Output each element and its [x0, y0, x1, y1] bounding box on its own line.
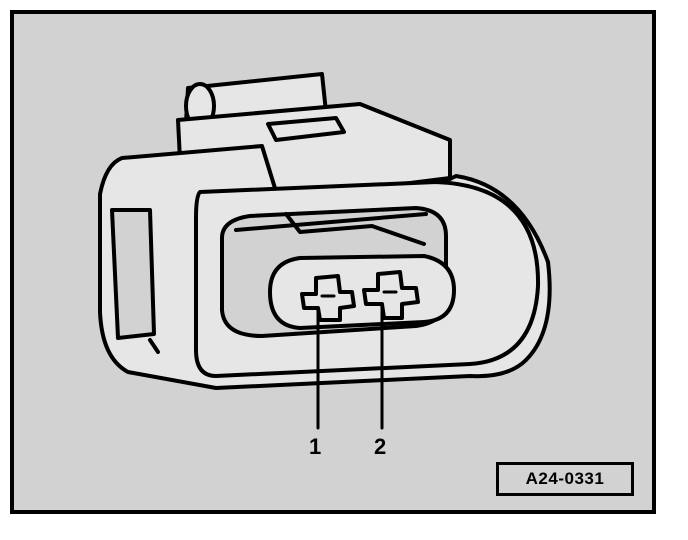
figure-code: A24-0331: [525, 469, 605, 488]
figure-code-box: A24-0331: [496, 462, 634, 496]
pin-1-cavity: [300, 274, 356, 322]
pin-2-cavity: [362, 270, 420, 320]
socket-rib-2: [234, 212, 428, 232]
pin-label-2: 2: [374, 434, 387, 459]
side-window: [110, 208, 156, 340]
side-window-edge: [148, 338, 160, 354]
pin-label-1: 1: [309, 434, 322, 459]
socket-rib: [284, 212, 426, 246]
housing-bottom-ledge: [214, 374, 472, 390]
top-block-slot: [266, 116, 346, 142]
pin-insert: [268, 254, 456, 330]
